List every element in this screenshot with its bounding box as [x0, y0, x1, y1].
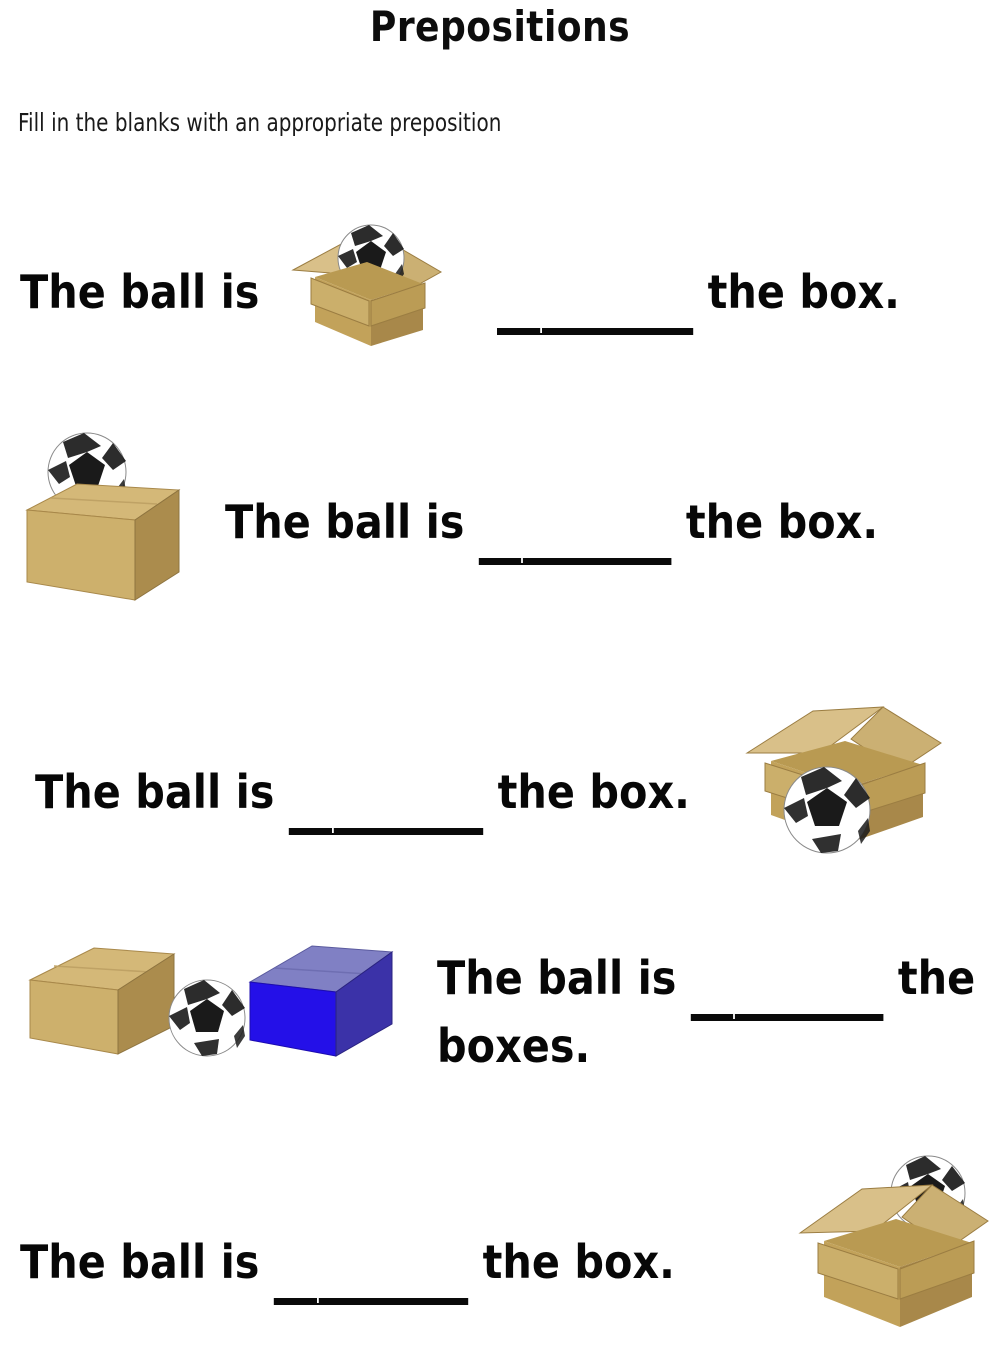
ball-in-open-box-image	[285, 222, 450, 352]
question-5-text-after: the box.	[482, 1235, 675, 1289]
question-3-text-after: the box.	[497, 765, 690, 819]
ball-behind-open-box-image	[790, 1155, 995, 1350]
instruction-text: Fill in the blanks with an appropriate p…	[18, 108, 502, 137]
ball-on-closed-box-image	[15, 432, 190, 617]
question-2-sentence: The ball is the box.	[225, 488, 879, 565]
question-5-text-before: The ball is	[20, 1235, 260, 1289]
question-4-sentence: The ball is the boxes.	[437, 944, 1000, 1080]
question-2-text-before: The ball is	[225, 495, 465, 549]
page-title: Prepositions	[369, 2, 631, 51]
ball-in-front-of-open-box-image	[735, 695, 950, 865]
question-1-sentence: The ball is the box.	[20, 258, 900, 335]
question-4-text-before: The ball is	[437, 951, 677, 1005]
question-1-text-before: The ball is	[20, 265, 260, 319]
question-3-text-before: The ball is	[35, 765, 275, 819]
question-1-text-after: the box.	[707, 265, 900, 319]
question-5-sentence: The ball is the box.	[20, 1228, 675, 1305]
question-2-text-after: the box.	[685, 495, 879, 549]
ball-between-two-boxes-image	[22, 938, 397, 1068]
question-3-sentence: The ball is the box.	[35, 758, 690, 835]
question-4-text-after: the boxes.	[437, 951, 976, 1073]
